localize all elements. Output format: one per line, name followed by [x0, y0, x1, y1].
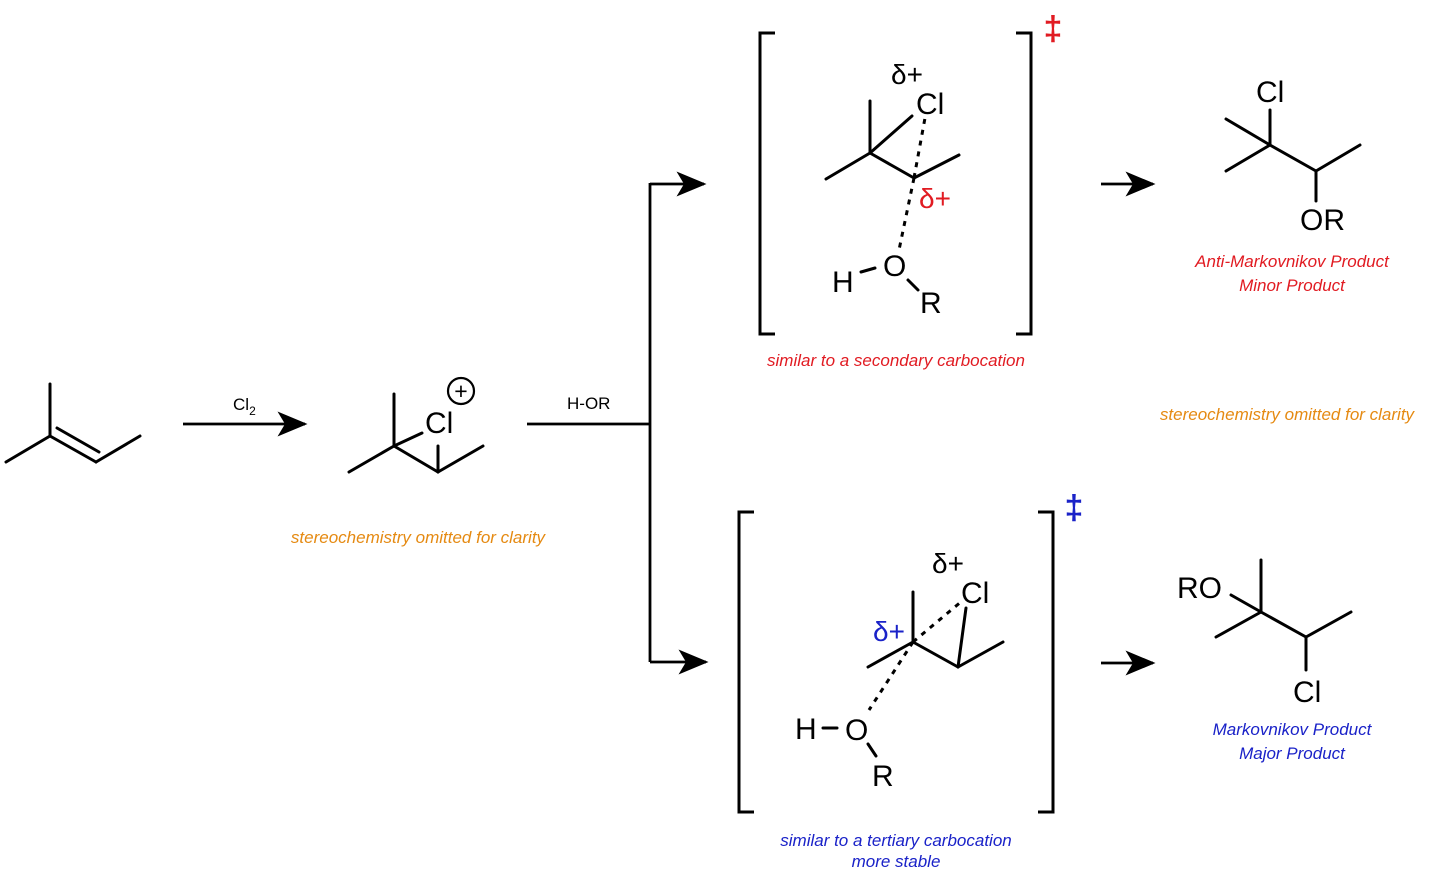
bracket-left — [758, 31, 775, 336]
h-top: H — [832, 266, 854, 299]
caption-stereo-intermediate: stereochemistry omitted for clarity — [291, 528, 547, 547]
r-top: R — [920, 287, 942, 320]
transition-state-bottom: ‡ δ+ Cl δ+ H O R — [737, 489, 1084, 814]
bracket-left — [737, 510, 754, 814]
caption-ts-bottom-2: more stable — [852, 852, 941, 871]
bracket-right — [1016, 31, 1033, 336]
delta-plus-carbon-top: δ+ — [919, 183, 951, 214]
svg-text:+: + — [454, 378, 467, 404]
anti-markovnikov-product: Cl OR — [1224, 76, 1362, 237]
reagent-hor: H-OR — [567, 394, 610, 413]
caption-stereo-products: stereochemistry omitted for clarity — [1160, 405, 1416, 424]
cl-anti: Cl — [1256, 76, 1284, 109]
caption-anti-markovnikov-1: Anti-Markovnikov Product — [1194, 252, 1390, 271]
caption-ts-top: similar to a secondary carbocation — [767, 351, 1025, 370]
o-bottom: O — [845, 714, 868, 747]
markovnikov-product: RO Cl — [1177, 558, 1353, 709]
ro-markovnikov: RO — [1177, 572, 1222, 605]
caption-anti-markovnikov-2: Minor Product — [1239, 276, 1346, 295]
or-anti: OR — [1300, 204, 1345, 237]
arrow-cl2: Cl2 — [183, 395, 308, 437]
delta-plus-cl-bottom: δ+ — [932, 548, 964, 579]
bracket-right — [1038, 510, 1055, 814]
r-bottom: R — [872, 760, 894, 793]
dagger-icon: ‡ — [1065, 489, 1084, 527]
delta-plus-carbon-bottom: δ+ — [873, 616, 905, 647]
cl-top: Cl — [916, 88, 944, 121]
delta-plus-cl-top: δ+ — [891, 59, 923, 90]
chloronium-intermediate: Cl + — [347, 376, 485, 474]
o-top: O — [883, 250, 906, 283]
positive-charge-icon — [446, 376, 476, 406]
chloronium-cl: Cl — [425, 407, 453, 440]
caption-markovnikov-1: Markovnikov Product — [1213, 720, 1373, 739]
dagger-icon: ‡ — [1044, 10, 1063, 48]
alkene-reactant — [4, 382, 142, 464]
caption-ts-bottom-1: similar to a tertiary carbocation — [780, 831, 1011, 850]
reagent-cl2: Cl2 — [233, 395, 256, 418]
cl-markovnikov: Cl — [1293, 676, 1321, 709]
cl-bottom: Cl — [961, 577, 989, 610]
transition-state-top: ‡ δ+ Cl δ+ H O R — [758, 10, 1063, 336]
h-bottom: H — [795, 713, 817, 746]
branching-arrow: H-OR — [527, 171, 709, 675]
caption-markovnikov-2: Major Product — [1239, 744, 1346, 763]
